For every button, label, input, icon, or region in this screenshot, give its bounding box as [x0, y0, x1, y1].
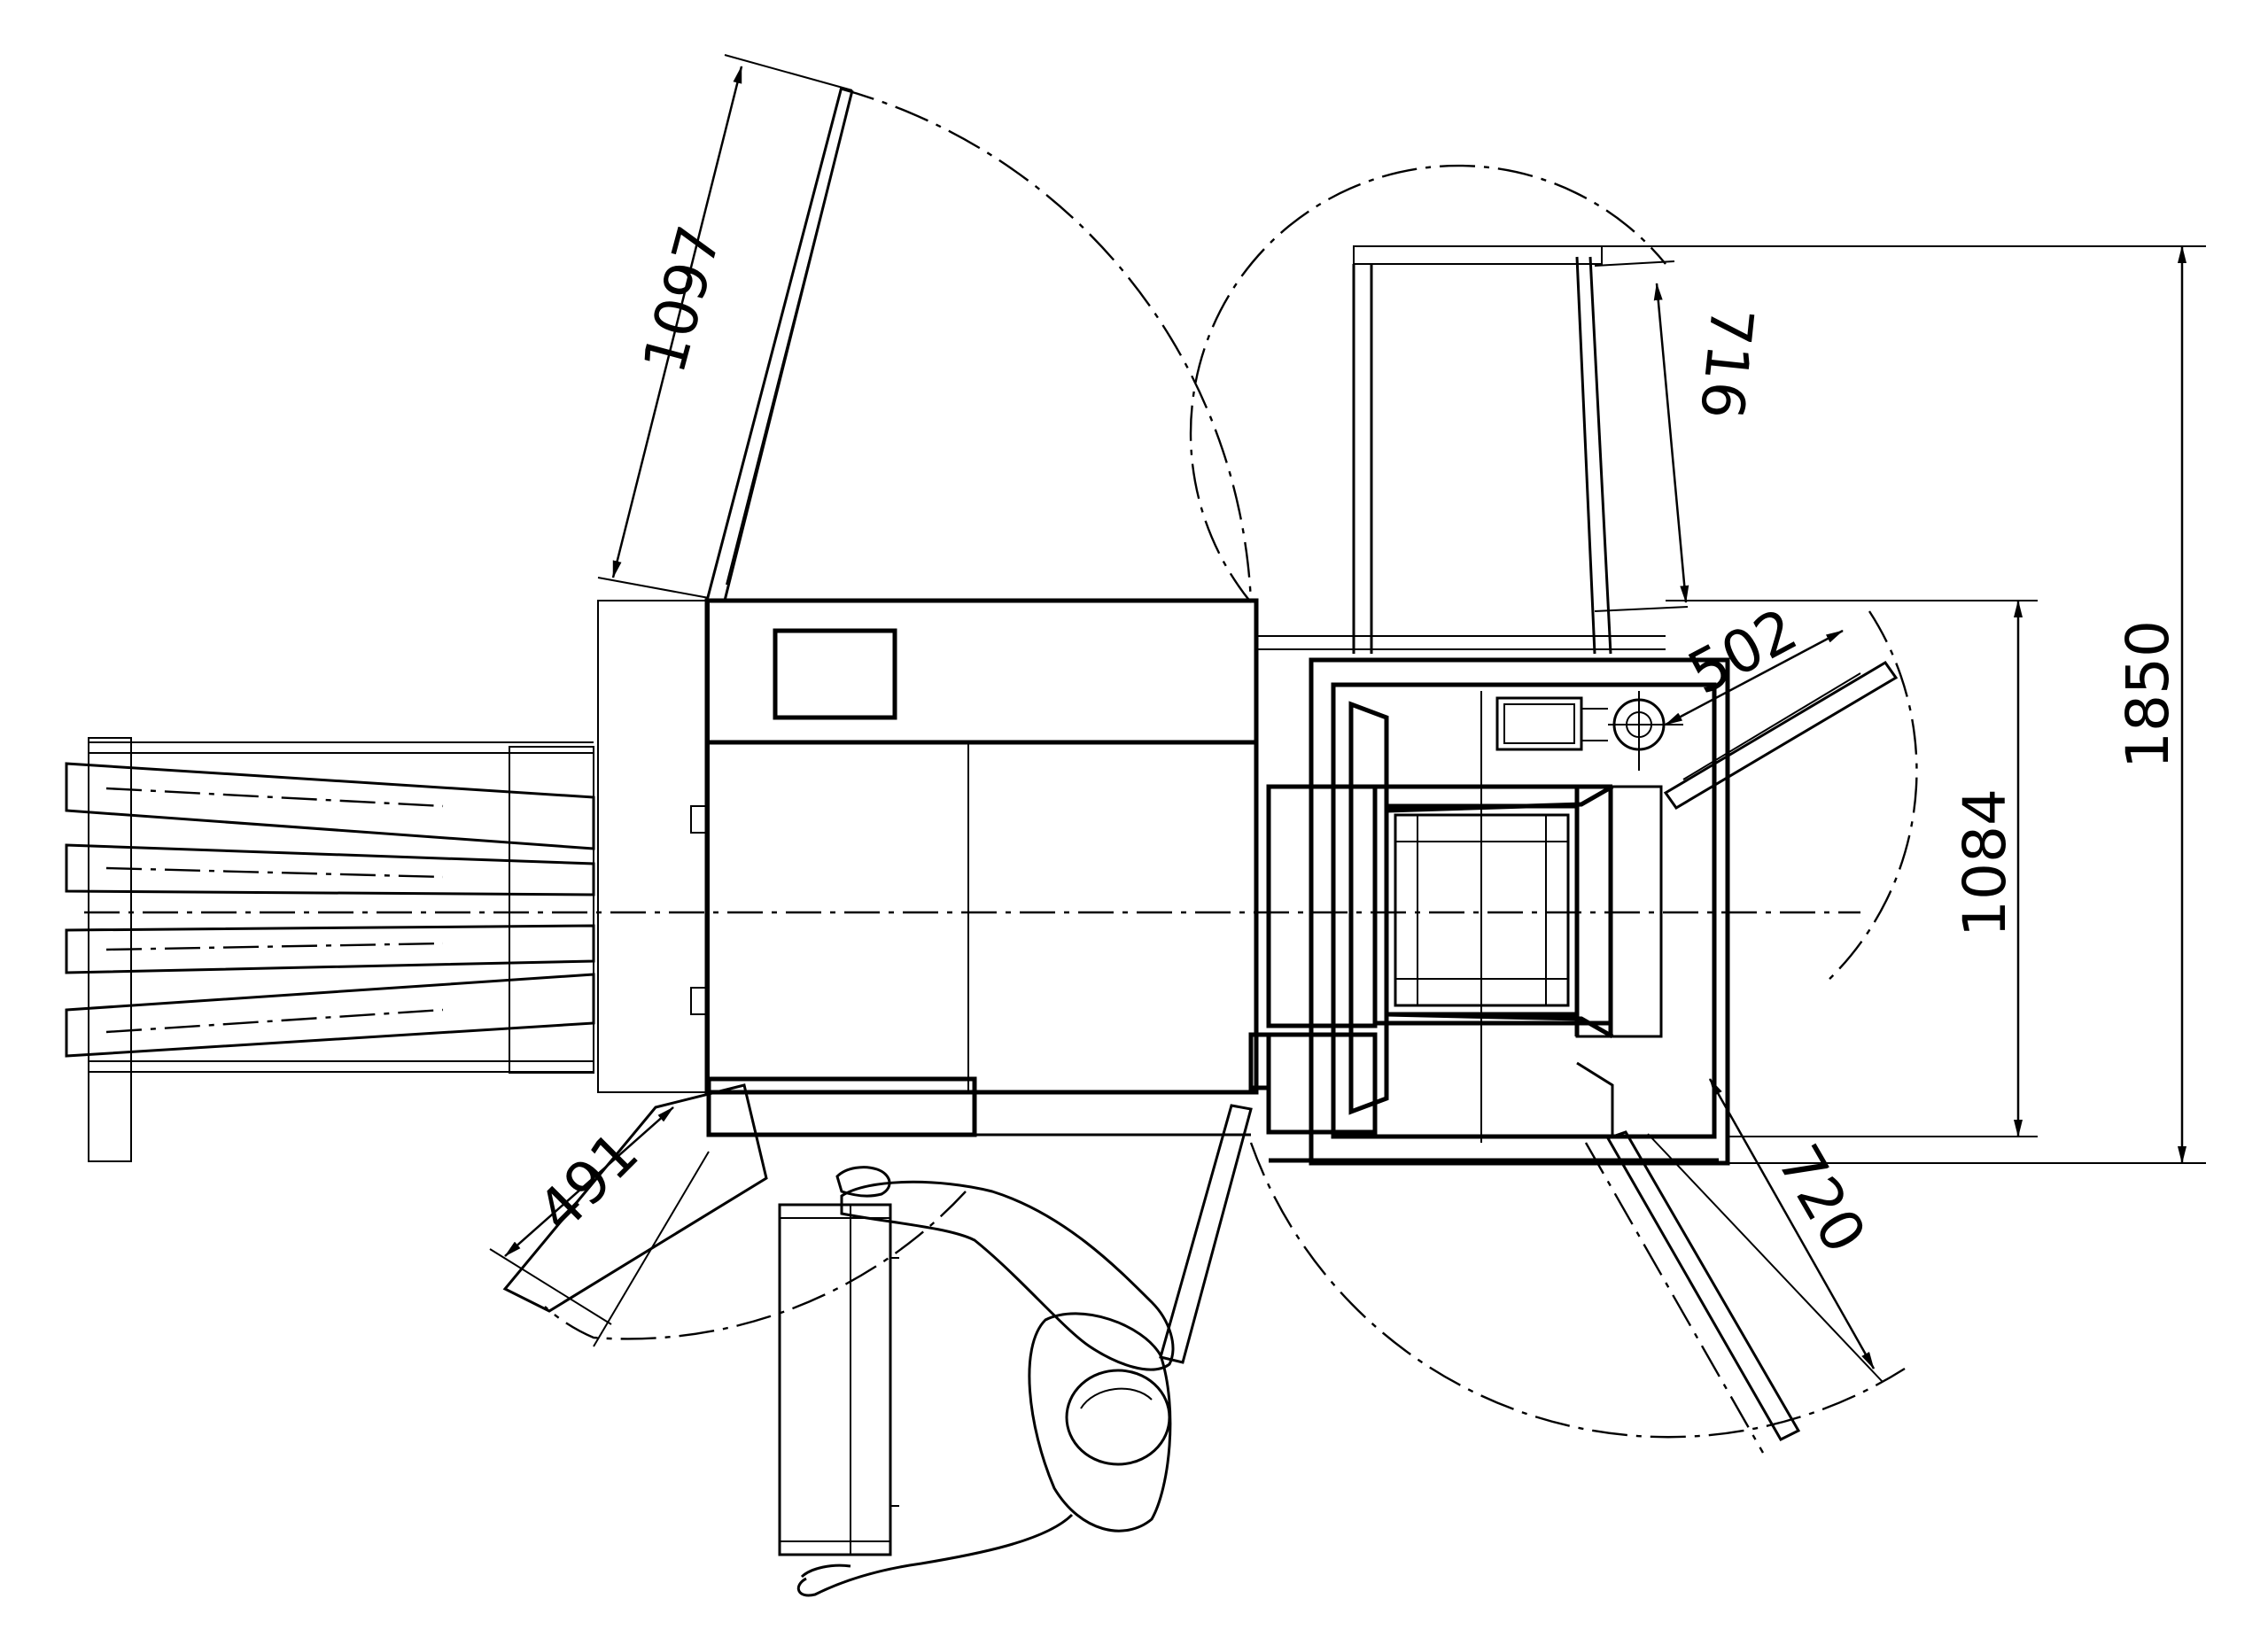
dimension-720: 720	[1764, 1134, 1879, 1265]
press-head-housing	[1248, 657, 1730, 1166]
dimension-1084: 1084	[1951, 788, 2019, 937]
dimension-491: 491	[524, 1119, 652, 1246]
dimension-lines	[489, 54, 2206, 1383]
dimension-502: 502	[1677, 595, 1807, 708]
front-door-open	[502, 1083, 1253, 1364]
control-panel-display	[773, 628, 897, 720]
operator-figure	[778, 1166, 1175, 1597]
dimension-1850: 1850	[2114, 620, 2182, 769]
loading-frame	[1255, 245, 1666, 673]
dimension-1097: 1097	[630, 219, 734, 380]
chamber-door-open	[705, 86, 854, 601]
baler-main-body	[597, 598, 1259, 1137]
dimension-716: 716	[1687, 304, 1767, 422]
door-swing-arcs	[544, 87, 1918, 1439]
bale-ejection-rails	[65, 737, 595, 1162]
hydraulic-motor	[1495, 691, 1683, 771]
